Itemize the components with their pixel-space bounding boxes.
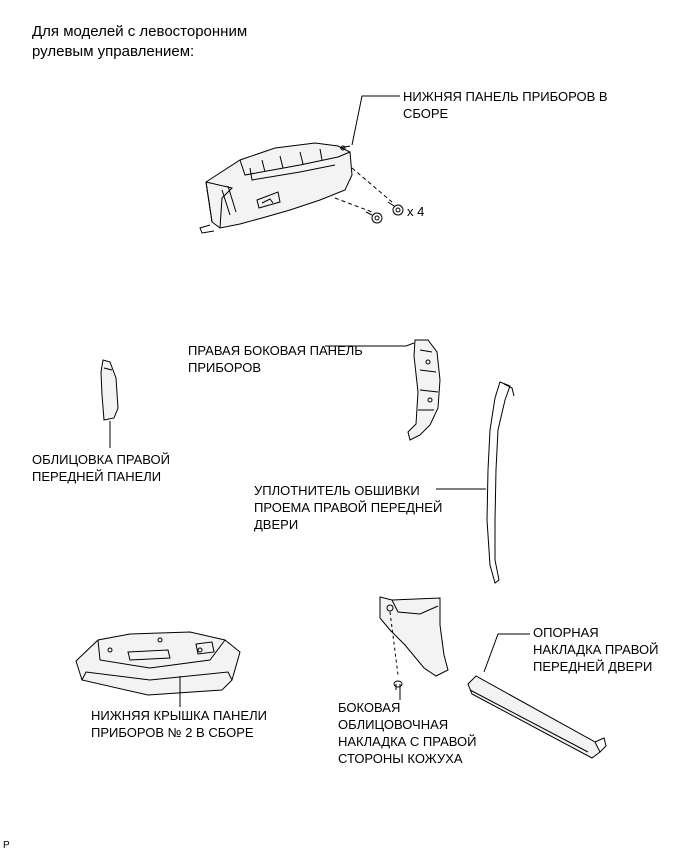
weatherstrip-drawing	[486, 381, 515, 584]
lower-cover-drawing	[75, 631, 241, 696]
screw-icon	[365, 211, 383, 224]
label-scuff-plate: ОПОРНАЯ НАКЛАДКА ПРАВОЙ ПЕРЕДНЕЙ ДВЕРИ	[533, 625, 659, 674]
screw-icon	[387, 201, 404, 216]
label-lower-cover: НИЖНЯЯ КРЫШКА ПАНЕЛИ ПРИБОРОВ № 2 В СБОР…	[91, 708, 267, 740]
lower-instrument-panel-drawing	[199, 142, 353, 234]
leader-side-panel	[325, 342, 415, 347]
clip-icon	[393, 680, 403, 690]
label-door-weatherstrip: УПЛОТНИТЕЛЬ ОБШИВКИ ПРОЕМА ПРАВОЙ ПЕРЕДН…	[254, 483, 443, 532]
label-lower-instrument-panel: НИЖНЯЯ ПАНЕЛЬ ПРИБОРОВ В СБОРЕ	[403, 89, 608, 121]
scuff-plate-drawing	[467, 675, 607, 759]
page-header: Для моделей с левосторонним рулевым упра…	[32, 23, 248, 60]
leader-lower-panel	[351, 95, 400, 146]
label-quantity: x 4	[407, 204, 425, 219]
leader-scuff-plate	[483, 633, 530, 673]
cowl-side-trim-drawing	[379, 596, 449, 677]
label-front-panel-trim: ОБЛИЦОВКА ПРАВОЙ ПЕРЕДНЕЙ ПАНЕЛИ	[32, 452, 170, 484]
footer-code: P	[3, 840, 10, 851]
label-cowl-side-trim: БОКОВАЯ ОБЛИЦОВОЧНАЯ НАКЛАДКА С ПРАВОЙ С…	[338, 700, 477, 766]
front-panel-trim-drawing	[100, 359, 119, 421]
right-side-panel-drawing	[407, 339, 441, 441]
label-right-side-panel: ПРАВАЯ БОКОВАЯ ПАНЕЛЬ ПРИБОРОВ	[188, 343, 363, 375]
